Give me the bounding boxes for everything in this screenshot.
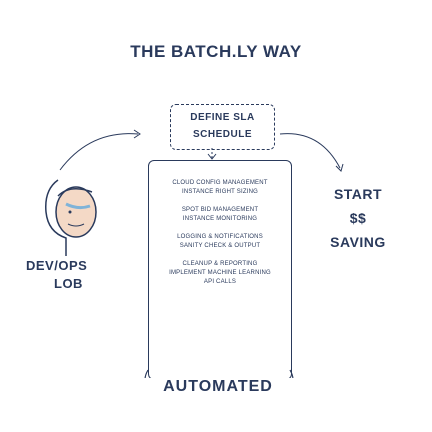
right-curve-arrow: [279, 133, 341, 169]
saving-label: SAVING: [330, 234, 386, 250]
start-label: START: [333, 186, 383, 202]
person-head-icon: [45, 179, 97, 256]
schedule-label: SCHEDULE: [192, 129, 252, 140]
task-item: IMPLEMENT MACHINE LEARNING: [169, 270, 271, 276]
task-item: API CALLS: [203, 279, 237, 285]
down-arrowhead: [207, 153, 217, 160]
define-sla-label: DEFINE SLA: [190, 112, 255, 123]
task-item: INSTANCE MONITORING: [182, 216, 258, 222]
sla-schedule-box: DEFINE SLA SCHEDULE: [170, 104, 275, 150]
page-title: THE BATCH.LY WAY: [130, 42, 302, 61]
money-label: $$: [349, 210, 367, 226]
task-item: SANITY CHECK & OUTPUT: [179, 243, 261, 249]
task-item: CLEANUP & REPORTING: [182, 261, 258, 267]
left-arrowhead: [133, 129, 141, 139]
left-curve-arrow: [59, 133, 139, 171]
task-item: CLOUD CONFIG MANAGEMENT: [172, 180, 268, 186]
right-arrowhead: [335, 163, 344, 172]
dev-ops-label: DEV/OPS: [26, 258, 88, 273]
task-item: INSTANCE RIGHT SIZING: [182, 189, 258, 195]
task-item: LOGGING & NOTIFICATIONS: [177, 234, 263, 240]
automated-tasks-box: CLOUD CONFIG MANAGEMENT INSTANCE RIGHT S…: [148, 160, 292, 380]
lob-label: LOB: [54, 276, 83, 291]
task-item: SPOT BID MANAGEMENT: [181, 207, 259, 213]
automated-label: AUTOMATED: [140, 378, 296, 396]
